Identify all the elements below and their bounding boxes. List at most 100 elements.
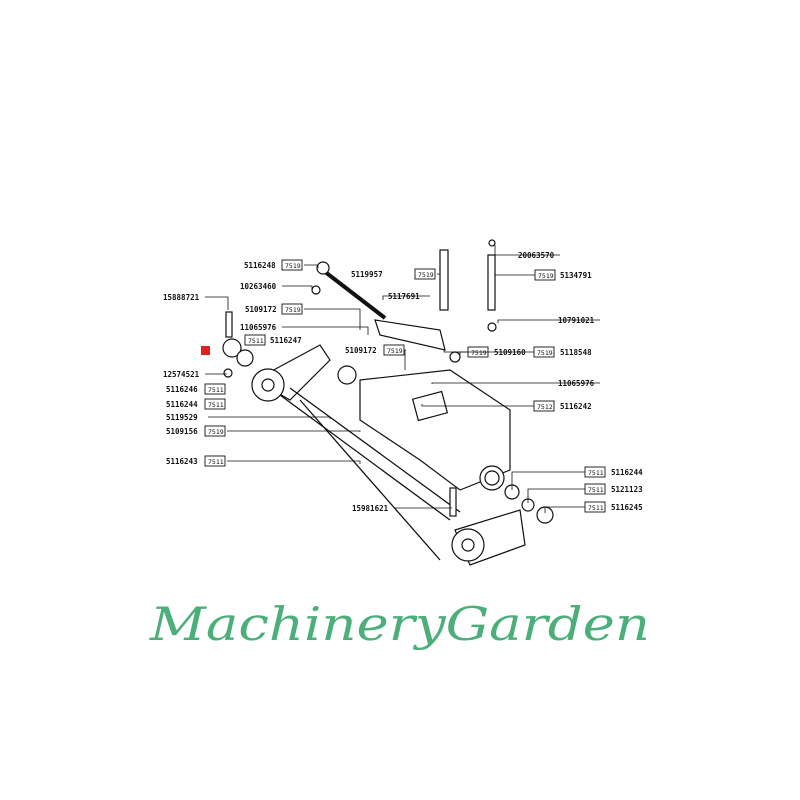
cross-shaft-housing (359, 369, 511, 491)
part-number: 5116244 (166, 400, 198, 409)
code-box (414, 268, 436, 280)
code-label: 7519 (387, 347, 403, 355)
callout-5117691: 5117691 (382, 292, 430, 301)
part-number: 5119529 (166, 413, 198, 422)
leader-line (282, 326, 369, 335)
part-number: 5109172 (245, 305, 277, 314)
code-label: 7511 (588, 469, 604, 477)
leader-line (208, 416, 331, 419)
callout-15888721: 15888721 (163, 293, 229, 310)
code-label: 7519 (285, 262, 301, 270)
part-number: 5116246 (166, 385, 198, 394)
leader-line (382, 295, 430, 300)
leader-line (431, 382, 600, 384)
lower-link-rods (279, 387, 461, 561)
callout-5116243: 5116243 7511 (166, 455, 361, 467)
part-number: 5117691 (388, 292, 420, 301)
callout-5116244: 5116244 7511 (166, 398, 226, 410)
part-number: 11065976 (558, 379, 595, 388)
callout-10791021: 10791021 (497, 316, 600, 325)
part-number: 5109172 (345, 346, 377, 355)
leader-line (282, 285, 313, 290)
part-number: 20063570 (518, 251, 555, 260)
code-box (244, 334, 266, 346)
code-box (383, 344, 405, 356)
leader-line (404, 349, 406, 370)
code-label: 7511 (248, 337, 264, 345)
callout-5109156: 5109156 7519 (166, 425, 361, 437)
leader-line (227, 430, 361, 432)
callout-5116248: 5116248 7519 (244, 259, 319, 271)
watermark: MachineryGarden (149, 597, 650, 651)
part-number: 5109156 (166, 427, 198, 436)
code-label: 7511 (588, 504, 604, 512)
callout-5116244: 5116244 7511 (511, 466, 643, 490)
code-box (281, 259, 303, 271)
part-number: 15981621 (352, 504, 389, 513)
callout-11065976: 11065976 (240, 323, 369, 335)
code-box (204, 383, 226, 395)
part-number: 10791021 (558, 316, 595, 325)
code-label: 7511 (208, 401, 224, 409)
part-number: 5119957 (351, 270, 383, 279)
callout-5134791: 5134791 7519 (495, 269, 592, 281)
part-number: 5134791 (560, 271, 592, 280)
part-number: 5109160 (494, 348, 526, 357)
code-box (204, 398, 226, 410)
leader-line (304, 308, 361, 330)
leader-line (494, 245, 560, 256)
part-number: 5116242 (560, 402, 592, 411)
callout-5118548: 5118548 7519 (443, 346, 592, 358)
leader-line (459, 351, 468, 355)
lift-arm-left (251, 344, 331, 402)
leader-line (437, 273, 441, 275)
leader-line (527, 488, 585, 503)
code-box (204, 425, 226, 437)
code-label: 7519 (538, 272, 554, 280)
leader-line (443, 350, 534, 353)
callout-11065976: 11065976 (431, 379, 600, 388)
leader-line (544, 506, 585, 513)
code-label: 7519 (537, 349, 553, 357)
leader-line (511, 471, 585, 490)
code-label: 7511 (588, 486, 604, 494)
part-number: 12574521 (163, 370, 200, 379)
callout-15981621: 15981621 (352, 504, 452, 513)
code-label: 7512 (537, 403, 553, 411)
code-label: 7519 (208, 428, 224, 436)
part-number: 5116243 (166, 457, 198, 466)
code-label: 7519 (418, 271, 434, 279)
part-number: 5116247 (270, 336, 302, 345)
leader-line (205, 373, 227, 375)
part-number: 5116245 (611, 503, 643, 512)
callout-20063570: 20063570 (494, 245, 560, 260)
top-link-bar (222, 239, 554, 524)
selected-marker (201, 346, 210, 355)
callout-5119529: 5119529 (166, 413, 331, 422)
callout-5116246: 5116246 7511 (166, 383, 226, 395)
callout-5116245: 5116245 7511 (544, 501, 643, 513)
code-box (281, 303, 303, 315)
callout-5109172: 5109172 7519 (345, 344, 406, 370)
callout-5109172: 5109172 7519 (245, 303, 361, 330)
leader-line (227, 460, 361, 464)
leader-line (421, 404, 534, 407)
leader-line (205, 296, 229, 310)
code-label: 7519 (285, 306, 301, 314)
code-label: 7511 (208, 386, 224, 394)
part-number: 5116244 (611, 468, 643, 477)
callout-12574521: 12574521 (163, 370, 227, 379)
callout-10263460: 10263460 (240, 282, 313, 291)
code-label: 7511 (208, 458, 224, 466)
code-label: 7519 (471, 349, 487, 357)
lift-arm-right (451, 509, 526, 566)
part-number: 5118548 (560, 348, 592, 357)
callout-5119957: 5119957 7519 (351, 268, 441, 280)
part-number: 5116248 (244, 261, 276, 270)
leader-line (497, 319, 600, 323)
leader-line (304, 264, 319, 268)
part-number: 10263460 (240, 282, 277, 291)
